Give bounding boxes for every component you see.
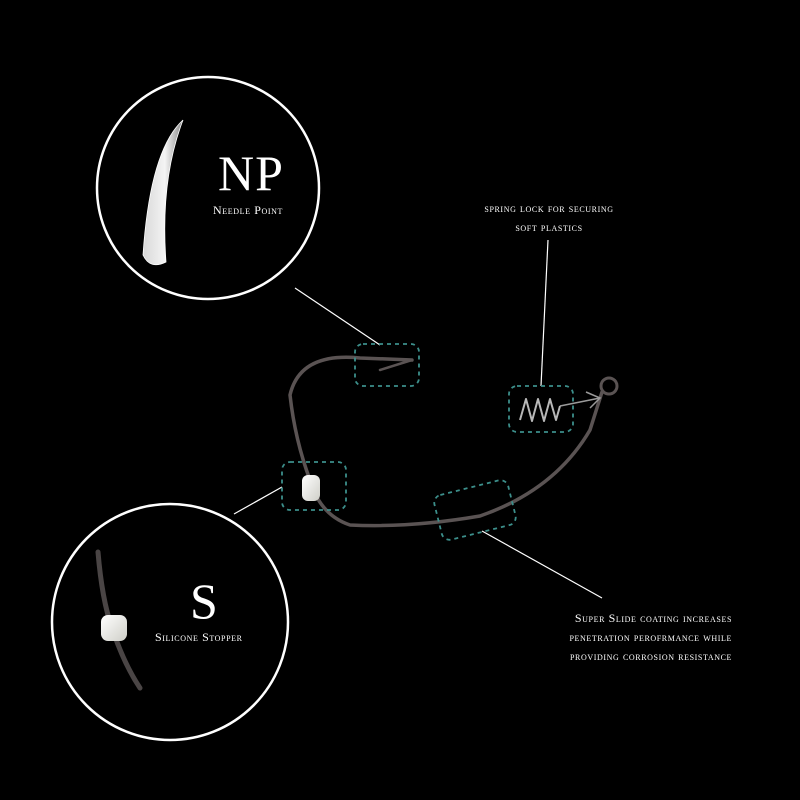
needle-point-label: Needle Point bbox=[213, 203, 283, 217]
silicone-stopper-closeup-icon bbox=[95, 549, 143, 691]
spring-lock-highlight bbox=[508, 385, 574, 433]
needle-point-highlight bbox=[354, 343, 420, 387]
spring-lock-icon bbox=[519, 391, 602, 422]
needle-point-closeup-icon bbox=[142, 119, 184, 266]
silicone-stopper-icon bbox=[302, 475, 320, 501]
stopper-leader-line bbox=[233, 486, 283, 515]
needle-point-leader-line bbox=[294, 287, 381, 346]
spring-lock-caption-line1: spring lock for securing bbox=[484, 201, 614, 215]
coating-leader-line bbox=[481, 530, 603, 599]
hook-wire bbox=[288, 355, 619, 528]
stopper-highlight bbox=[281, 461, 347, 511]
coating-caption-line2: penetration perofrmance while bbox=[569, 630, 732, 644]
coating-caption-line1: Super Slide coating increases bbox=[574, 611, 732, 625]
needle-point-circle bbox=[95, 75, 321, 301]
silicone-stopper-circle bbox=[50, 502, 290, 742]
silicone-stopper-label: Silicone Stopper bbox=[155, 630, 243, 644]
spring-lock-caption-line2: soft plastics bbox=[515, 220, 583, 234]
spring-lock-leader-line bbox=[540, 239, 549, 387]
needle-point-code: NP bbox=[218, 145, 284, 201]
coating-caption-line3: providing corrosion resistance bbox=[569, 649, 732, 663]
coating-highlight bbox=[433, 479, 517, 541]
silicone-stopper-code: S bbox=[190, 573, 219, 629]
